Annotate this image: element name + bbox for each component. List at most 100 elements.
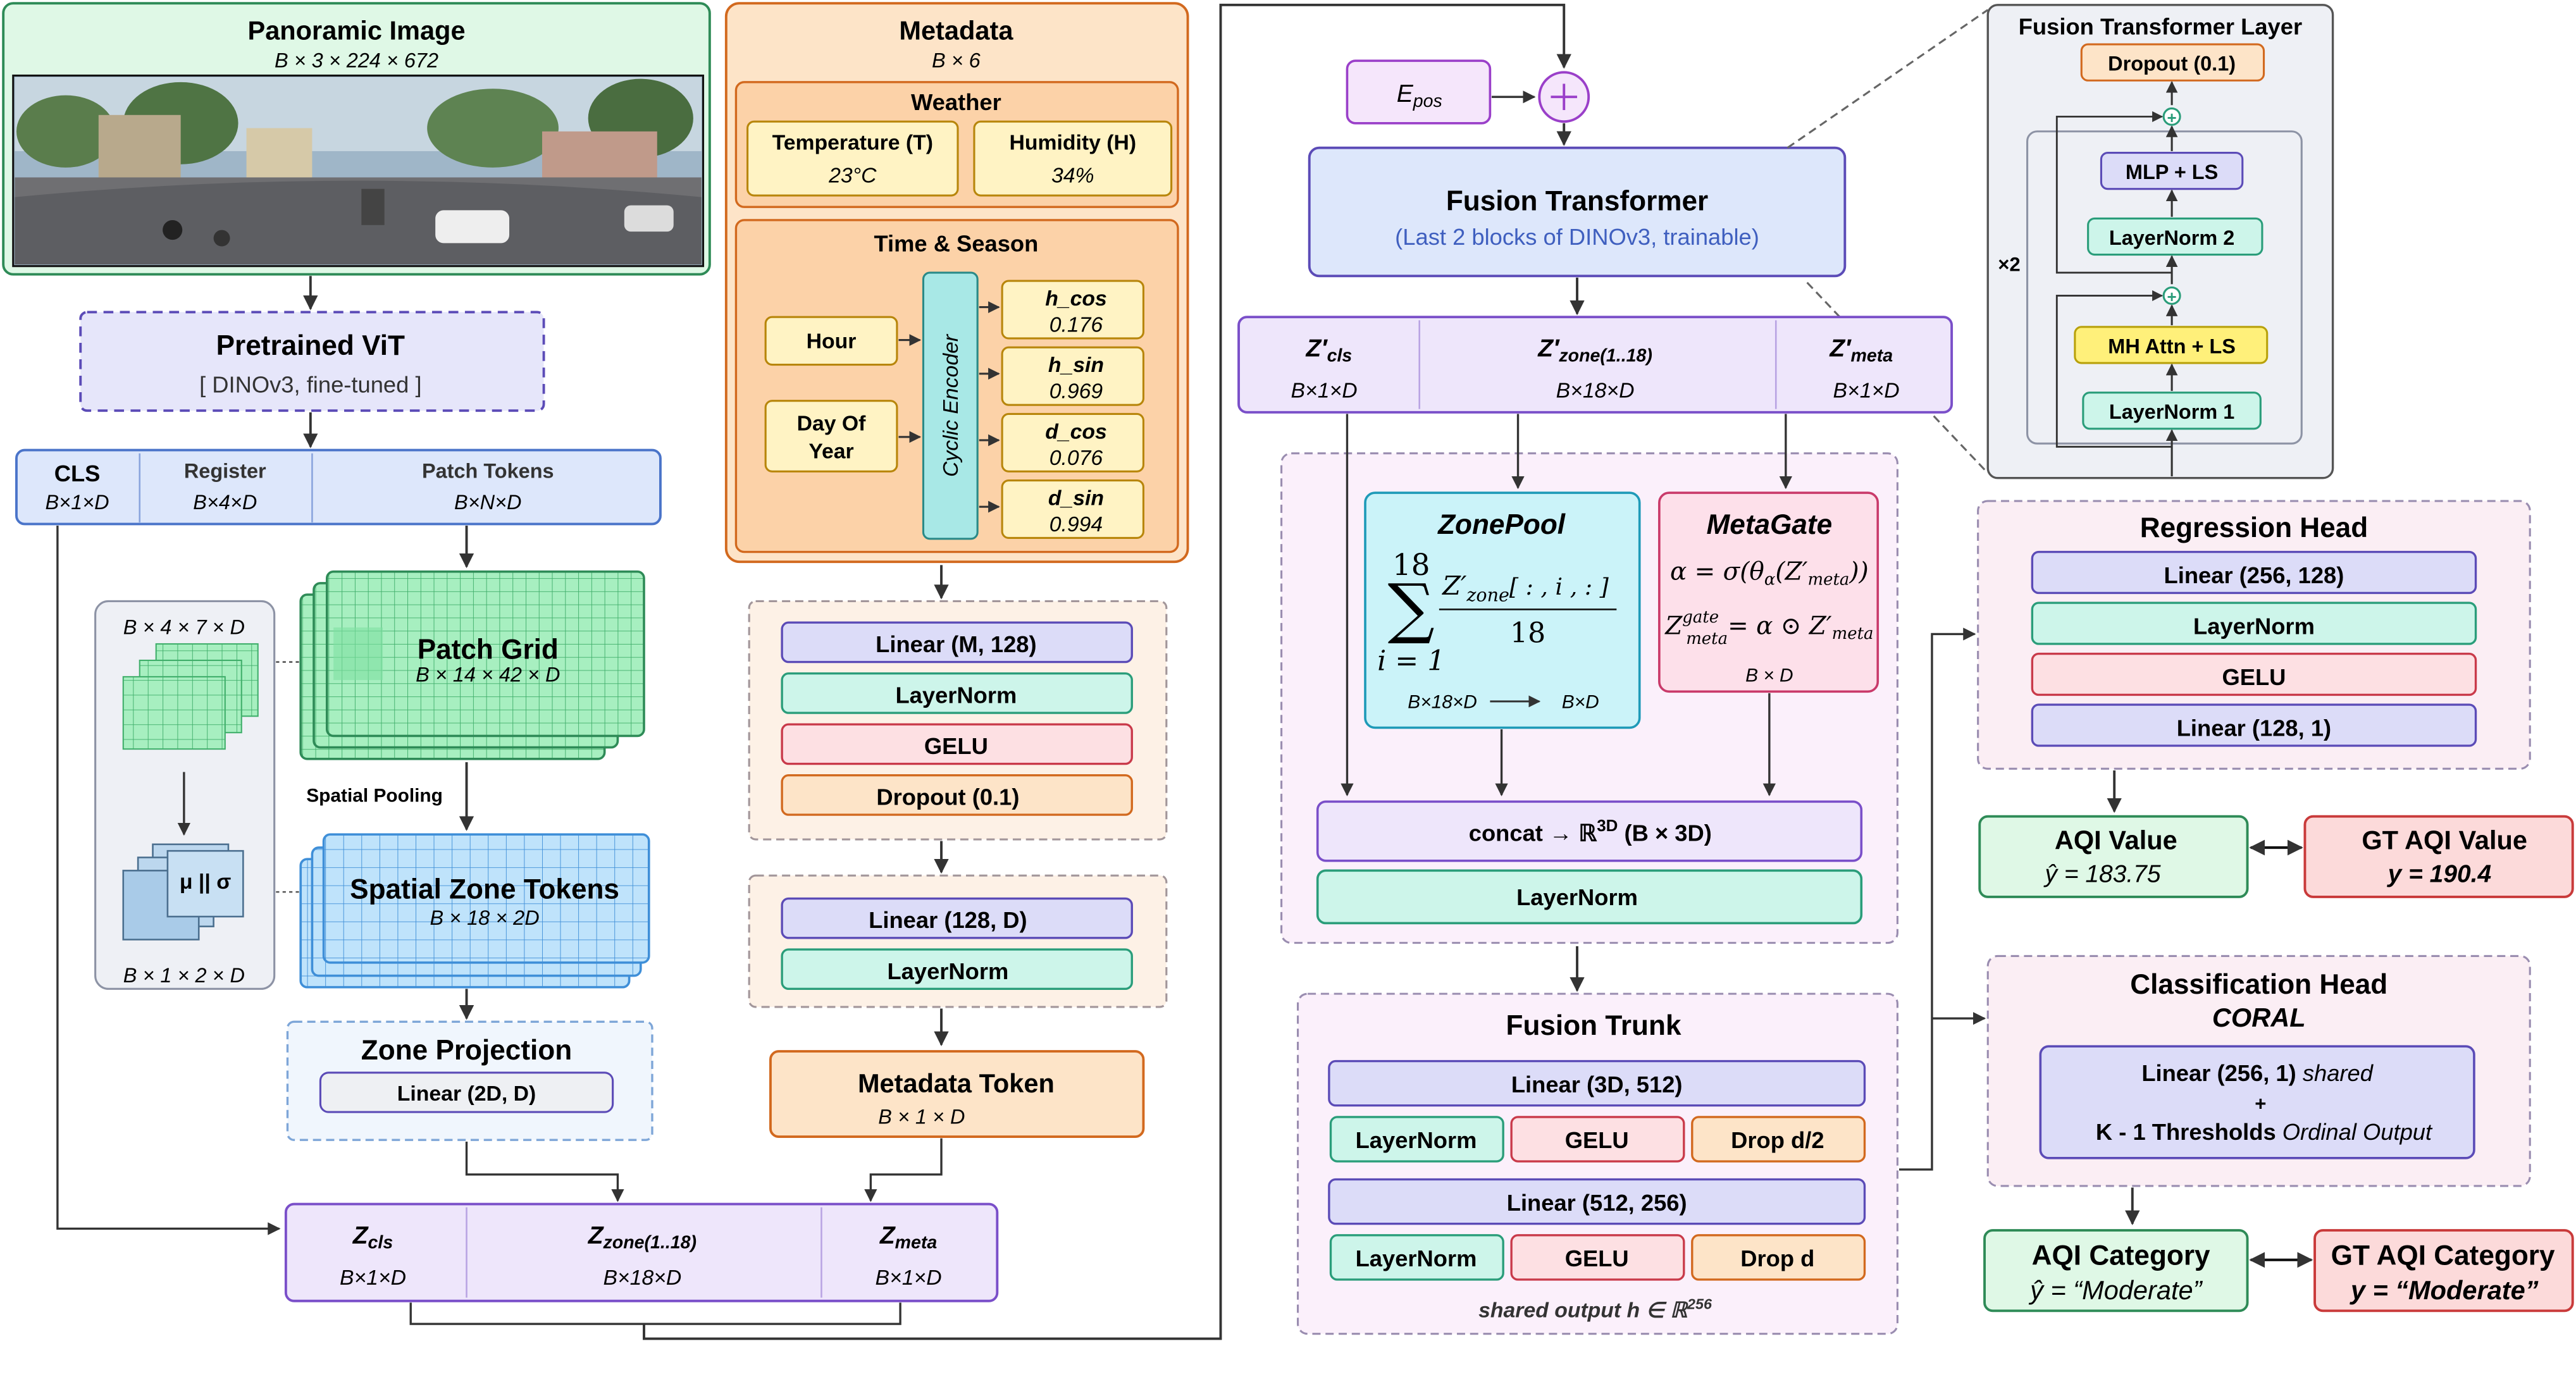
humidity-value: 34%	[1051, 163, 1094, 187]
pretrained-vit-block: Pretrained ViT [ DINOv3, fine-tuned ]	[79, 311, 545, 412]
concat-label: concat → ℝ3D (B × 3D)	[1469, 816, 1712, 846]
patch-tokens-label: Patch Tokens	[422, 460, 554, 483]
ftl-dropout: Dropout (0.1)	[2108, 53, 2236, 75]
z-zone-shape: B×18×D	[603, 1266, 681, 1290]
time-season-title: Time & Season	[874, 230, 1038, 256]
mlp1-layernorm: LayerNorm	[895, 682, 1017, 708]
hour-input: Hour	[807, 330, 857, 354]
panoramic-image-block: Panoramic Image B × 3 × 224 × 672	[2, 2, 711, 276]
metadata-token-block: Metadata Token B × 1 × D	[769, 1050, 1145, 1139]
metadata-mlp-2: Linear (128, D) LayerNorm	[748, 874, 1168, 1008]
zone-tokens-stack: Spatial Zone Tokens B × 18 × 2D	[299, 833, 650, 989]
feature-value: 0.076	[1050, 446, 1103, 470]
zonepool-denominator: 18	[1510, 617, 1545, 649]
ftl-attn: MH Attn + LS	[2108, 335, 2236, 357]
zp-cls-shape: B×1×D	[1291, 378, 1358, 402]
feature-box	[1001, 412, 1145, 473]
zp-zone-label: Z′zone(1..18)	[1537, 335, 1652, 366]
coral-plus: +	[2255, 1093, 2266, 1115]
z-meta-label: Zmeta	[879, 1222, 938, 1253]
zone-projection-linear: Linear (2D, D)	[397, 1082, 536, 1106]
cls-token-shape: B×1×D	[46, 491, 109, 514]
weather-title: Weather	[911, 89, 1001, 115]
trunk-gelu-1: GELU	[1565, 1127, 1629, 1153]
zonepool-title: ZonePool	[1437, 509, 1566, 540]
temperature-value: 23°C	[828, 163, 877, 187]
gt-aqi-value: y = 190.4	[2387, 861, 2491, 888]
concat-block: concat → ℝ3D (B × 3D) LayerNorm	[1316, 800, 1863, 925]
feature-name: d_cos	[1045, 419, 1107, 443]
metadata-title: Metadata	[899, 15, 1013, 45]
zonepool-in: B×18×D	[1408, 691, 1477, 712]
trunk-linear-1: Linear (3D, 512)	[1511, 1072, 1683, 1097]
register-shape: B×4×D	[193, 491, 257, 514]
feature-value: 0.176	[1050, 313, 1103, 337]
svg-text:+: +	[2167, 287, 2177, 306]
zonepool-out: B×D	[1562, 691, 1599, 712]
mlp1-dropout: Dropout (0.1)	[876, 784, 1019, 810]
zp-cls-label: Z′cls	[1305, 335, 1352, 366]
mlp1-gelu: GELU	[924, 733, 988, 759]
fusion-transformer-layer: Fusion Transformer Layer Dropout (0.1) ×…	[1986, 4, 2334, 479]
aqi-value-pred: ŷ = 183.75	[2043, 861, 2161, 888]
metadata-token-shape: B × 1 × D	[878, 1105, 965, 1128]
z-cls-label: Zcls	[352, 1222, 393, 1253]
regression-head-title: Regression Head	[2140, 512, 2368, 543]
trunk-gelu-2: GELU	[1565, 1245, 1629, 1271]
zp-meta-label: Z′meta	[1829, 335, 1893, 366]
pano-title: Panoramic Image	[247, 15, 465, 45]
trunk-layernorm-1: LayerNorm	[1356, 1127, 1477, 1153]
zonepool-block: ZonePool 18 ∑ i = 1 Z′zone[ : , i , : ] …	[1364, 491, 1641, 729]
metagate-eq1: α = σ(θα(Z′meta))	[1670, 558, 1869, 590]
temperature-label: Temperature (T)	[772, 130, 933, 154]
z-meta-shape: B×1×D	[876, 1266, 942, 1290]
metadata-mlp-1: Linear (M, 128) LayerNorm GELU Dropout (…	[748, 600, 1168, 841]
metadata-token-title: Metadata Token	[858, 1068, 1055, 1098]
vit-sub: [ DINOv3, fine-tuned ]	[199, 372, 421, 398]
cyclic-encoder: Cyclic Encoder	[939, 333, 963, 477]
sum-top: 18	[1392, 548, 1430, 583]
feature-name: h_cos	[1045, 287, 1107, 311]
feature-box	[1001, 280, 1145, 340]
regression-head: Regression Head Linear (256, 128) LayerN…	[1977, 500, 2531, 770]
aqi-category-pred: ŷ = “Moderate”	[2028, 1275, 2203, 1305]
patch-grid-stack: Patch Grid B × 14 × 42 × D	[299, 570, 645, 760]
feature-name: d_sin	[1048, 486, 1104, 510]
ftl-layernorm-2: LayerNorm 2	[2109, 226, 2234, 249]
spatial-pooling-label: Spatial Pooling	[306, 785, 443, 806]
gt-aqi-value-title: GT AQI Value	[2362, 825, 2527, 855]
pool-out-shape: B × 1 × 2 × D	[123, 964, 245, 987]
aqi-value-title: AQI Value	[2055, 825, 2177, 855]
trunk-drop-1: Drop d/2	[1731, 1127, 1824, 1153]
zone-tokens-shape: B × 18 × 2D	[430, 906, 539, 929]
sum-symbol: ∑	[1388, 571, 1435, 646]
register-label: Register	[184, 460, 266, 483]
feature-value: 0.969	[1050, 380, 1103, 404]
zone-projection-title: Zone Projection	[361, 1035, 572, 1066]
classification-head-title: Classification Head	[2130, 969, 2387, 1000]
day-of-year-line1: Day Of	[797, 411, 867, 435]
zp-zone-shape: B×18×D	[1556, 378, 1635, 402]
mlp2-linear: Linear (128, D)	[869, 907, 1027, 933]
pano-shape: B × 3 × 224 × 672	[275, 49, 438, 71]
pool-grid-shape: B × 4 × 7 × D	[123, 615, 245, 638]
z-cls-shape: B×1×D	[340, 1266, 406, 1290]
patch-grid-title: Patch Grid	[418, 634, 559, 665]
ftl-repeat: ×2	[1998, 253, 2021, 275]
fusion-transformer-title: Fusion Transformer	[1446, 185, 1708, 216]
trunk-linear-2: Linear (512, 256)	[1507, 1190, 1687, 1216]
reg-gelu: GELU	[2222, 664, 2286, 690]
zone-tokens-title: Spatial Zone Tokens	[350, 874, 619, 905]
coral-thresholds: K - 1 Thresholds Ordinal Output	[2096, 1119, 2433, 1145]
day-of-year-line2: Year	[808, 440, 853, 464]
spatial-pooling-panel: B × 4 × 7 × D μ || σ B × 1 × 2 × D	[94, 600, 276, 990]
reg-linear-2: Linear (128, 1)	[2177, 715, 2331, 741]
token-row: CLS B×1×D Register B×4×D Patch Tokens B×…	[15, 448, 662, 526]
svg-text:+: +	[2167, 108, 2177, 127]
cls-token-label: CLS	[54, 460, 101, 486]
